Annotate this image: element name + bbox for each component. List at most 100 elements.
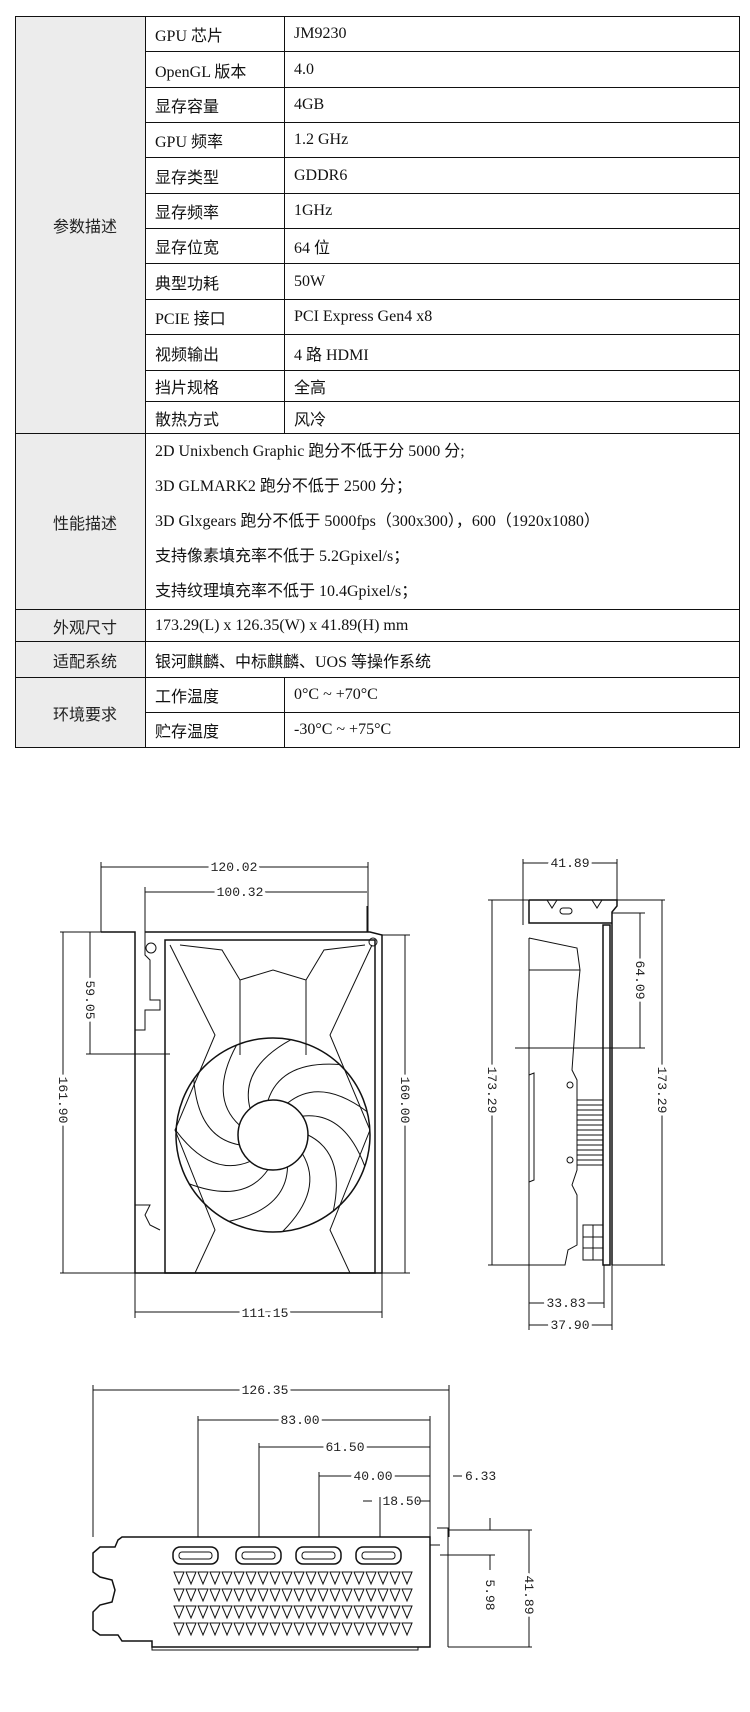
vent-hole — [197, 1605, 209, 1620]
fan-blade — [222, 1044, 240, 1126]
spec-value: PCI Express Gen4 x8 — [284, 299, 740, 335]
fan-blade — [247, 1039, 292, 1109]
vent-hole — [233, 1622, 245, 1637]
vent-hole — [329, 1571, 341, 1586]
dim-label: 100.32 — [217, 885, 264, 900]
category-cell: 外观尺寸 — [15, 609, 146, 642]
performance-line: 3D GLMARK2 跑分不低于 2500 分； — [155, 478, 412, 495]
env-label: 贮存温度 — [145, 712, 285, 748]
vent-hole — [377, 1605, 389, 1620]
spec-label: 视频输出 — [145, 334, 285, 371]
vent-hole — [185, 1588, 197, 1603]
spec-value: JM9230 — [284, 16, 740, 52]
vent-hole — [185, 1622, 197, 1637]
vent-hole — [317, 1622, 329, 1637]
vent-hole — [377, 1622, 389, 1637]
dim-label: 173.29 — [484, 1067, 499, 1114]
bracket-view-drawing: 126.35 83.00 61.50 40.00 18.50 6.33 5.98… — [92, 1380, 539, 1651]
vent-hole — [341, 1571, 353, 1586]
spec-label: GPU 频率 — [145, 122, 285, 158]
hdmi-port-inner — [241, 1551, 276, 1560]
vent-hole — [221, 1571, 233, 1586]
vent-hole — [185, 1605, 197, 1620]
vent-hole — [293, 1588, 305, 1603]
dim-label: 18.50 — [382, 1494, 421, 1509]
performance-line: 支持像素填充率不低于 5.2Gpixel/s； — [155, 548, 410, 565]
spec-value: 64 位 — [284, 228, 740, 264]
env-value: 0°C ~ +70°C — [284, 677, 740, 713]
vent-hole — [173, 1571, 185, 1586]
vent-hole — [197, 1571, 209, 1586]
vent-hole — [257, 1622, 269, 1637]
hdmi-port-inner — [361, 1551, 396, 1560]
vent-hole — [377, 1571, 389, 1586]
spec-value: 1.2 GHz — [284, 122, 740, 158]
vent-hole — [209, 1605, 221, 1620]
spec-row: 挡片规格全高 — [16, 370, 740, 402]
vent-hole — [365, 1588, 377, 1603]
vent-hole — [329, 1622, 341, 1637]
vent-hole — [353, 1588, 365, 1603]
env-value: -30°C ~ +75°C — [284, 712, 740, 748]
front-view-drawing: 120.02 100.32 59.05 161.90 160.00 111.15 — [52, 857, 415, 1324]
vent-hole — [305, 1588, 317, 1603]
vent-hole — [317, 1605, 329, 1620]
fan-blade — [287, 1091, 368, 1113]
vent-hole — [281, 1588, 293, 1603]
vent-hole — [317, 1571, 329, 1586]
fan-blade — [302, 1115, 366, 1167]
spec-value: 4.0 — [284, 51, 740, 88]
spec-label: 显存容量 — [145, 87, 285, 123]
category-cell: 环境要求 — [15, 677, 146, 748]
vent-hole — [245, 1588, 257, 1603]
vent-hole — [389, 1622, 401, 1637]
os-value: 银河麒麟、中标麒麟、UOS 等操作系统 — [145, 641, 740, 678]
vent-hole — [257, 1588, 269, 1603]
fan-blade — [175, 1130, 251, 1167]
dim-label: 59.05 — [82, 980, 97, 1019]
performance-line: 2D Unixbench Graphic 跑分不低于分 5000 分; — [155, 443, 465, 460]
vent-hole — [341, 1605, 353, 1620]
vent-hole — [269, 1605, 281, 1620]
fan-blade — [282, 1153, 311, 1232]
vent-hole — [389, 1571, 401, 1586]
hdmi-port — [295, 1546, 342, 1565]
hdmi-port-inner — [178, 1551, 213, 1560]
vent-hole — [281, 1622, 293, 1637]
spec-label: OpenGL 版本 — [145, 51, 285, 88]
dim-label: 33.83 — [546, 1296, 585, 1311]
vent-hole — [329, 1588, 341, 1603]
spec-label: PCIE 接口 — [145, 299, 285, 335]
spec-label: GPU 芯片 — [145, 16, 285, 52]
dim-label: 173.29 — [654, 1067, 669, 1114]
dim-label: 160.00 — [397, 1077, 412, 1124]
vent-hole — [365, 1571, 377, 1586]
spec-label: 显存频率 — [145, 193, 285, 229]
vent-hole — [401, 1605, 413, 1620]
vent-hole — [293, 1605, 305, 1620]
spec-label: 散热方式 — [145, 401, 285, 434]
vent-hole — [401, 1588, 413, 1603]
vent-hole — [221, 1588, 233, 1603]
vent-hole — [269, 1588, 281, 1603]
vent-hole — [353, 1571, 365, 1586]
hdmi-port-inner — [301, 1551, 336, 1560]
fan-blade — [189, 1169, 269, 1192]
vent-hole — [293, 1571, 305, 1586]
vent-hole — [173, 1605, 185, 1620]
hdmi-port — [355, 1546, 402, 1565]
vent-hole — [281, 1571, 293, 1586]
spec-value: 4 路 HDMI — [284, 334, 740, 371]
vent-hole — [245, 1571, 257, 1586]
vent-hole — [341, 1588, 353, 1603]
spec-label: 挡片规格 — [145, 370, 285, 402]
fan-blade — [307, 1134, 337, 1212]
vent-hole — [401, 1622, 413, 1637]
spec-value: 50W — [284, 263, 740, 300]
